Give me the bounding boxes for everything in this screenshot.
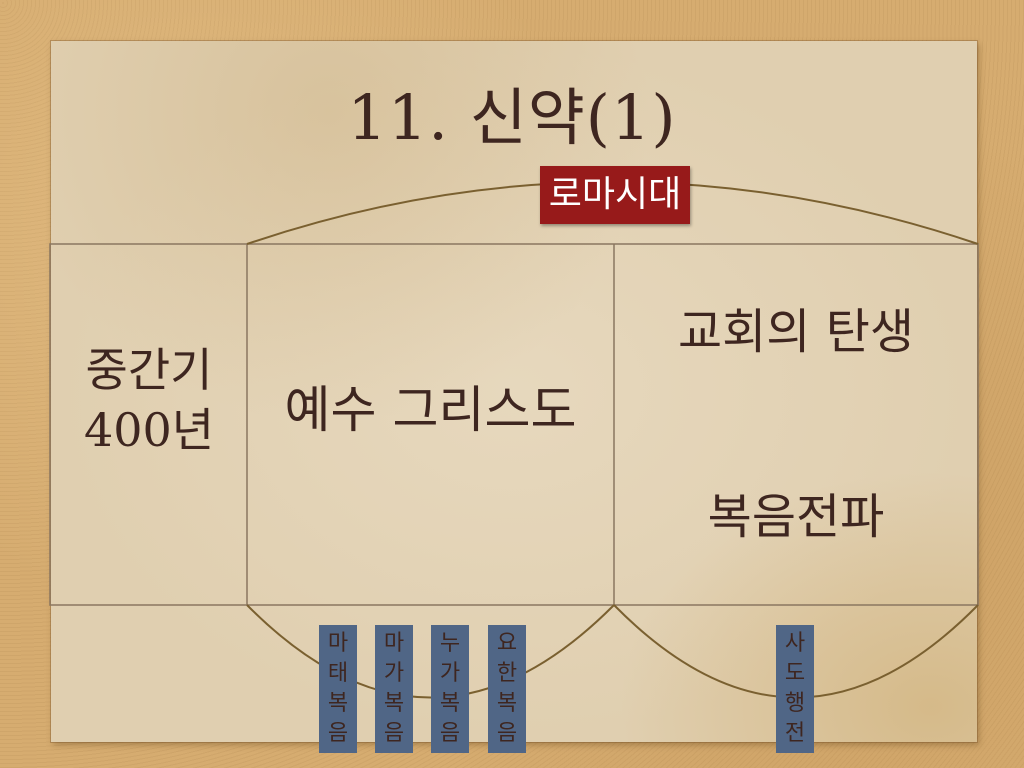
book-label-acts: 사 도 행 전 bbox=[776, 625, 814, 753]
book-char: 행 bbox=[784, 691, 806, 716]
book-char: 복 bbox=[439, 691, 461, 716]
column-intertestamental: 중간기 400년 bbox=[51, 340, 247, 460]
era-badge-roman: 로마시대 bbox=[540, 166, 690, 224]
book-char: 가 bbox=[439, 661, 461, 686]
church-birth-label: 교회의 탄생 bbox=[677, 304, 915, 360]
gospels-arc bbox=[246, 604, 615, 699]
book-char: 마 bbox=[327, 631, 349, 656]
paper-background bbox=[51, 41, 977, 742]
book-label-luke: 누 가 복 음 bbox=[431, 625, 469, 753]
book-char: 음 bbox=[383, 721, 405, 746]
book-char: 사 bbox=[784, 631, 806, 656]
book-char: 음 bbox=[496, 721, 518, 746]
book-char: 한 bbox=[496, 661, 518, 686]
book-char: 복 bbox=[327, 691, 349, 716]
book-char: 도 bbox=[784, 661, 806, 686]
book-char: 음 bbox=[327, 721, 349, 746]
slide-title: 11. 신약(1) bbox=[347, 81, 677, 154]
book-label-matthew: 마 태 복 음 bbox=[319, 625, 357, 753]
intertestamental-years: 400년 bbox=[83, 403, 215, 457]
grid-frame bbox=[49, 243, 979, 606]
book-char: 가 bbox=[383, 661, 405, 686]
book-char: 마 bbox=[383, 631, 405, 656]
book-char: 음 bbox=[439, 721, 461, 746]
gospel-spread-label: 복음전파 bbox=[707, 489, 885, 545]
book-char: 요 bbox=[496, 631, 518, 656]
book-label-mark: 마 가 복 음 bbox=[375, 625, 413, 753]
book-char: 복 bbox=[496, 691, 518, 716]
book-char: 누 bbox=[439, 631, 461, 656]
book-label-john: 요 한 복 음 bbox=[488, 625, 526, 753]
book-char: 전 bbox=[784, 721, 806, 746]
column-jesus-christ: 예수 그리스도 bbox=[284, 381, 577, 439]
intertestamental-label: 중간기 bbox=[85, 343, 213, 397]
book-char: 태 bbox=[327, 661, 349, 686]
book-char: 복 bbox=[383, 691, 405, 716]
